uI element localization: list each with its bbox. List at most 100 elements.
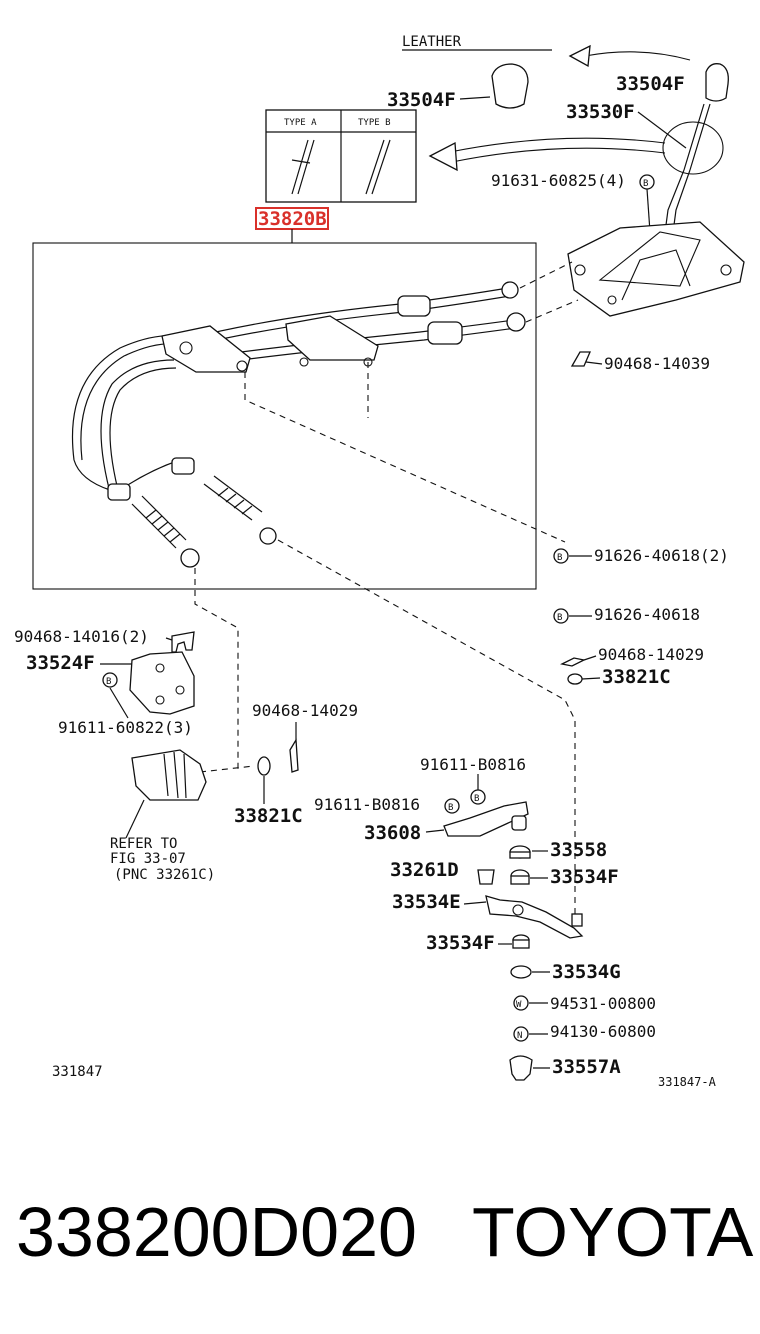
leader: [585, 361, 603, 365]
label-33821C-left: 33821C: [234, 805, 303, 827]
bolt-icon: [102, 672, 118, 688]
leather-arrow-top: [584, 51, 691, 61]
cable-bracket-right-icon: [285, 315, 379, 361]
bolt-symbol: B: [474, 794, 479, 804]
label-33534F-bottom: 33534F: [426, 932, 495, 954]
leader: [165, 637, 173, 641]
shift-lever-rod-edge: [683, 103, 705, 171]
leather-note: LEATHER: [402, 34, 462, 50]
bracket-hole: [607, 295, 617, 305]
bushing-body: [512, 939, 530, 949]
label-33261D: 33261D: [390, 859, 459, 881]
ref-code-right: 331847-A: [658, 1075, 717, 1089]
leader: [637, 111, 687, 149]
leader: [125, 799, 145, 839]
leader: [459, 96, 491, 100]
label-94130-60800: 94130-60800: [550, 1022, 656, 1041]
bracket-hole: [574, 264, 586, 276]
arrow-head-icon: [428, 141, 458, 172]
ref-code-left: 331847: [52, 1064, 103, 1080]
bracket-hole: [155, 695, 165, 705]
label-91611-60822: 91611-60822(3): [58, 718, 193, 737]
bolt-symbol: B: [448, 803, 453, 813]
guide-line: [194, 568, 239, 770]
cable-boot-1-ribs: [145, 509, 181, 543]
label-91611-B0816-left: 91611-B0816: [314, 795, 420, 814]
label-91626-40618: 91626-40618: [594, 605, 700, 624]
cable-1-edge: [80, 342, 191, 461]
caption-part-number: 338200D020: [16, 1193, 417, 1271]
leader: [583, 655, 597, 661]
bolt-symbol: B: [643, 179, 648, 189]
cable-boot-2: [203, 483, 253, 521]
leader: [425, 829, 445, 833]
lever-pin-icon: [571, 913, 583, 927]
arrow-head-icon: [568, 44, 591, 68]
ball-joint-icon: [511, 815, 527, 831]
type-a-pin-edge: [297, 139, 315, 195]
label-33820B: 33820B: [258, 208, 327, 230]
guide-line: [525, 299, 579, 323]
label-33558: 33558: [550, 839, 607, 861]
guide-line: [199, 765, 255, 773]
cable-bracket-left-icon: [161, 325, 251, 373]
type-b-label: TYPE B: [358, 118, 391, 128]
bolt-symbol: B: [557, 613, 562, 623]
label-33534G: 33534G: [552, 961, 621, 983]
lever-boot-ring: [662, 121, 724, 175]
transmission-shaft-icon: [131, 749, 207, 801]
cap-33557A-icon: [509, 1055, 533, 1081]
collar-icon: [477, 869, 495, 885]
leader: [581, 677, 601, 680]
label-33821C-right: 33821C: [602, 666, 671, 688]
cable-end-eye-icon: [501, 281, 519, 299]
leader: [646, 188, 651, 233]
label-33534F-top: 33534F: [550, 866, 619, 888]
cable-upper-2: [209, 319, 515, 357]
clip-icon: [560, 657, 586, 667]
cable-adjuster-icon: [397, 295, 431, 317]
label-91631-60825: 91631-60825(4): [491, 171, 626, 190]
refer-line-2: FIG 33-07: [110, 851, 186, 867]
shifter-bracket-icon: [567, 221, 745, 317]
guide-line: [244, 372, 566, 543]
leader: [109, 687, 129, 719]
label-33530F: 33530F: [566, 101, 635, 123]
washer-icon: [513, 995, 529, 1011]
cable-end-eye-icon: [259, 527, 277, 545]
cable-1-bend: [73, 459, 111, 491]
label-91611-B0816-top: 91611-B0816: [420, 755, 526, 774]
cable-boot-2-ribs: [217, 487, 253, 515]
cable-boot-2-edge: [213, 475, 263, 513]
type-b-pin-icon: [365, 139, 385, 195]
refer-line-1: REFER TO: [110, 836, 177, 852]
type-b-pin-edge: [371, 139, 391, 195]
lever-hole: [512, 904, 524, 916]
cable-adjuster-icon: [427, 321, 463, 345]
cable-upper-1-edge: [189, 295, 511, 347]
clip-icon: [289, 737, 299, 773]
caption-brand: TOYOTA: [472, 1193, 754, 1271]
type-a-collar: [291, 159, 311, 164]
bolt-symbol: B: [106, 677, 111, 687]
cable-upper-1: [189, 287, 509, 339]
label-33504F-right: 33504F: [616, 73, 685, 95]
label-91626-40618-2: 91626-40618(2): [594, 546, 729, 565]
cable-end-eye-icon: [180, 548, 200, 568]
bolt-icon: [444, 798, 460, 814]
label-33504F-left: 33504F: [387, 89, 456, 111]
cable-bracket-33524F-icon: [129, 651, 195, 715]
shift-lever-rod: [689, 103, 711, 171]
type-a-label: TYPE A: [284, 118, 317, 128]
cable-sleeve-icon: [171, 457, 195, 475]
washer-symbol: W: [516, 1000, 522, 1010]
bracket-hole: [179, 341, 193, 355]
shift-knob-right-icon: [705, 63, 729, 102]
shaft-ribs: [163, 751, 187, 799]
bracket-hole: [236, 360, 248, 372]
clip-icon: [171, 631, 195, 653]
nut-symbol: N: [517, 1031, 522, 1041]
cable-boot-1-edge: [141, 495, 187, 541]
leather-arrow-mid-2: [451, 147, 666, 163]
